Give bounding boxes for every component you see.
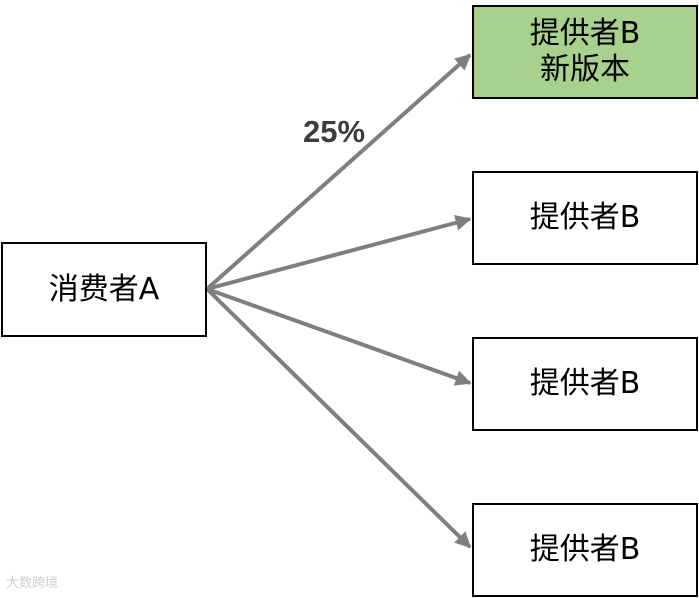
provider-version-label: 新版本	[540, 52, 630, 87]
arrow-to-provider-2	[206, 214, 472, 291]
traffic-percentage-label: 25%	[303, 114, 366, 149]
provider-node-new-version: 提供者B 新版本	[472, 5, 698, 99]
provider-node: 提供者B	[472, 337, 698, 431]
watermark: 大数跨境	[6, 576, 59, 591]
arrow-to-provider-3	[206, 287, 472, 386]
provider-node: 提供者B	[472, 503, 698, 597]
consumer-node: 消费者A	[1, 242, 207, 337]
provider-label: 提供者B	[529, 200, 641, 235]
arrow-to-provider-new	[205, 53, 472, 291]
consumer-label: 消费者A	[48, 271, 160, 307]
provider-label: 提供者B	[529, 532, 641, 567]
arrow-to-provider-4	[205, 287, 472, 549]
provider-node: 提供者B	[472, 171, 698, 265]
provider-label: 提供者B	[529, 366, 641, 401]
provider-label: 提供者B	[529, 16, 641, 51]
